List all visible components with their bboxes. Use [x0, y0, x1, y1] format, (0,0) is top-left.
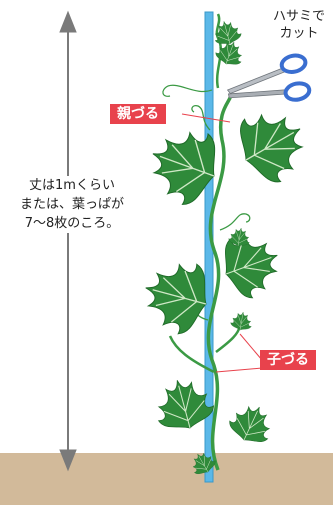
leaf [214, 225, 289, 305]
leaf [227, 96, 319, 192]
height-note-line2: または、葉っぱが [19, 197, 124, 212]
cut-leaf [210, 17, 244, 48]
small-leaf [229, 310, 254, 333]
leaf [139, 117, 228, 212]
child-vine-pointer-2 [215, 367, 263, 373]
child-vine [168, 335, 215, 374]
tendril [162, 84, 213, 97]
height-note-line3: 7～8枚のころ。 [24, 216, 120, 231]
parent-vine-label: 親づる [110, 104, 166, 124]
child-vine-pointer [239, 333, 263, 361]
cut-instruction-line1: ハサミで [272, 9, 325, 24]
child-vine-label: 子づる [260, 350, 316, 370]
leaf [135, 252, 216, 340]
tendril [191, 104, 211, 131]
tendril [219, 213, 251, 231]
height-note: 丈は1mくらい または、葉っぱが 7～8枚のころ。 [2, 176, 142, 233]
double-arrow-icon [59, 10, 77, 472]
parent-vine-pointer [181, 113, 231, 123]
scissors-icon [226, 53, 312, 102]
parent-vine [206, 95, 232, 471]
height-note-line1: 丈は1mくらい [29, 178, 115, 193]
child-vine-right [215, 325, 242, 353]
cut-vine-top [215, 13, 223, 89]
leaf [224, 397, 279, 450]
cut-instruction-line2: カット [279, 26, 319, 41]
soil [0, 453, 333, 505]
cut-instruction: ハサミで カット [268, 8, 330, 42]
